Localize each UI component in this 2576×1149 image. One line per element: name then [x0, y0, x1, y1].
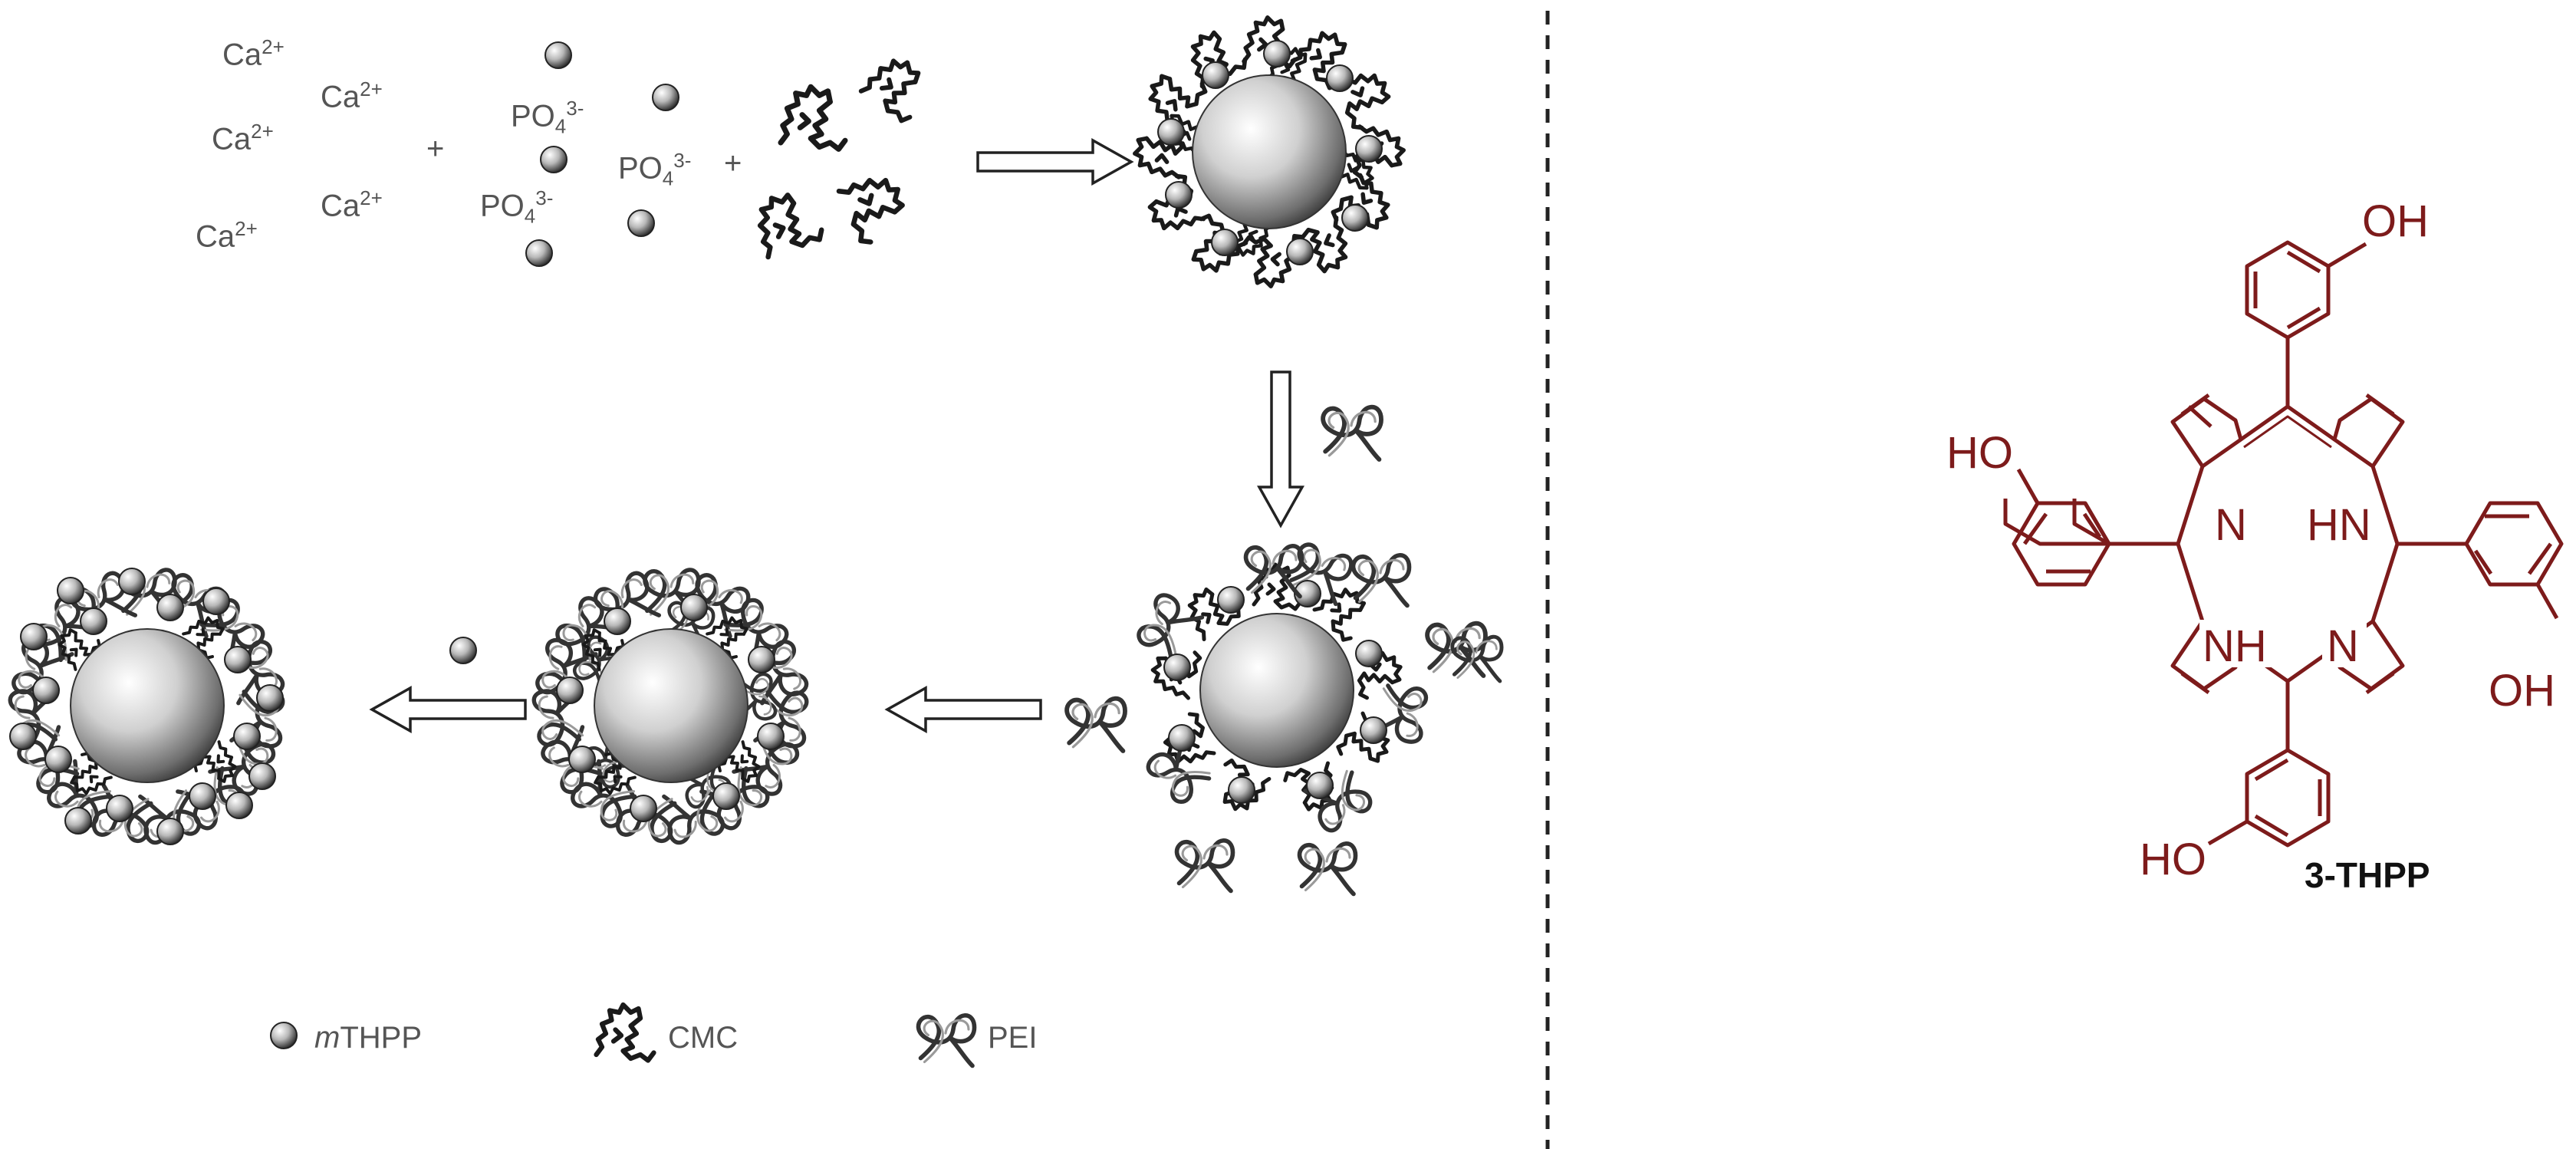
particle-cmc [1135, 18, 1403, 286]
reaction-arrow-left [370, 686, 527, 733]
ca-ion-label: Ca2+ [321, 77, 383, 114]
svg-text:OH: OH [2362, 196, 2429, 246]
ca-ion-label: Ca2+ [321, 186, 383, 223]
plus-sign: + [724, 147, 742, 180]
particle-mthpp-loaded [9, 568, 285, 844]
ca-ion-label: Ca2+ [212, 120, 274, 156]
free-pei [1067, 699, 1125, 751]
reaction-arrow-right [976, 139, 1133, 185]
reaction-arrow-left [886, 686, 1042, 733]
reaction-arrow-down [1258, 370, 1381, 527]
ca-ion-label: Ca2+ [222, 35, 285, 72]
svg-text:OH: OH [2489, 666, 2555, 716]
free-mthpp-bead [449, 637, 477, 664]
legend-pei-icon [919, 1016, 975, 1066]
legend-cmc-label: CMC [668, 1021, 739, 1055]
svg-text:NH: NH [2203, 621, 2267, 671]
legend-mthpp-label: mTHPP [314, 1021, 423, 1055]
legend-cmc-icon [597, 1005, 654, 1061]
free-mthpp-beads [525, 41, 679, 267]
legend-mthpp-icon [270, 1022, 298, 1049]
svg-text:HO: HO [1946, 428, 2013, 478]
svg-text:N: N [2327, 621, 2359, 671]
free-cmc-chains [746, 50, 933, 262]
particle-pei-coated [533, 570, 808, 844]
phosphate-ion-label: PO43- [618, 149, 692, 190]
particle-cmc-pei [1134, 541, 1502, 894]
left-aryl-fix [2016, 468, 2111, 545]
plus-sign: + [426, 132, 445, 166]
compound-label: 3-THPP [2305, 855, 2430, 895]
phosphate-ion-label: PO43- [511, 97, 584, 138]
svg-text:N: N [2215, 500, 2247, 550]
legend-pei-label: PEI [988, 1021, 1038, 1055]
ca-ion-label: Ca2+ [196, 217, 258, 254]
mask [1994, 453, 2084, 499]
svg-text:HN: HN [2307, 500, 2371, 550]
porphyrin-structure [2003, 240, 2564, 848]
atom-labels: N HN NH N OH HO OH HO [1946, 196, 2555, 884]
svg-text:HO: HO [2140, 835, 2206, 884]
phosphate-ion-label: PO43- [480, 186, 554, 228]
